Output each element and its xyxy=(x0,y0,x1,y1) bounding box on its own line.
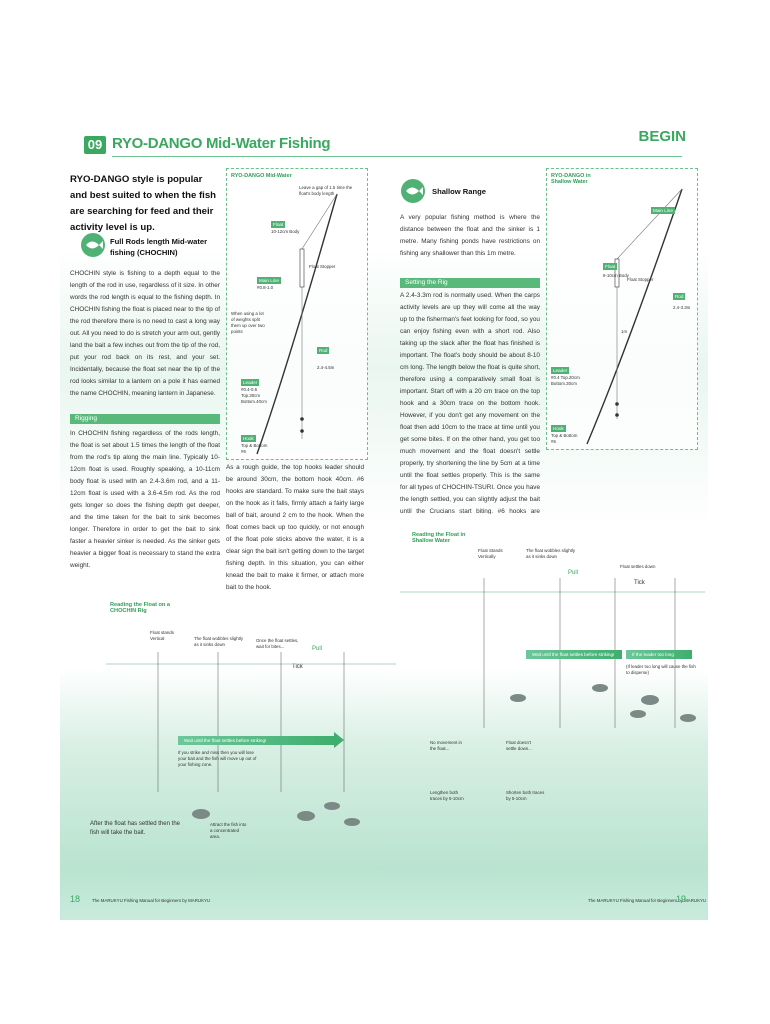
reading-chochin-title: Reading the Float on a CHOCHIN Rig xyxy=(110,602,170,614)
shallow-pull-label: Pull xyxy=(568,570,579,576)
shallow-body: A very popular fishing method is where t… xyxy=(400,214,540,257)
shorten-note: Shorten both traces by 5-10cm xyxy=(506,790,545,801)
middle-text: As a rough guide, the top hooks leader s… xyxy=(226,464,364,591)
shallow-float-stopper: Float Stopper xyxy=(627,277,654,282)
page-title: RYO-DANGO Mid-Water Fishing xyxy=(112,135,331,152)
main-line-tag: Main Line xyxy=(257,277,281,284)
shallow-rod-tag: Rod xyxy=(673,293,686,300)
shallow-long-note: (If leader too long will cause the fish … xyxy=(626,664,696,675)
depth-note: 1m xyxy=(621,329,628,334)
chochin-settles-note: Once the float settles, wait for bites..… xyxy=(256,638,299,649)
shallow-leader-note: #0.4 Top.20cm Bottom.30cm xyxy=(551,375,580,386)
rigging-heading: Rigging xyxy=(70,414,220,424)
begin-label: BEGIN xyxy=(638,128,686,145)
chochin-stands-note: Float stands Vertical xyxy=(150,630,174,641)
chochin-heading: Full Rods length Mid-water fishing (CHOC… xyxy=(110,237,208,257)
right-page-number: 19 xyxy=(676,894,687,904)
shallow-leader-tag: Leader xyxy=(551,367,570,374)
shallow-rig-title: RYO-DANGO in Shallow Water xyxy=(551,173,591,185)
rod-tag: Rod xyxy=(317,347,330,354)
shallow-rod-note: 2.4-3.3m xyxy=(673,305,691,310)
lengthen-note: Lengthen both traces by 5-10cm xyxy=(430,790,464,801)
setting-body: A 2.4-3.3m rod is normally used. When th… xyxy=(400,292,540,514)
gap-note: Leave a gap of 1.5 time the float's body… xyxy=(299,185,353,196)
manual-spread: 09 RYO-DANGO Mid-Water Fishing BEGIN RYO… xyxy=(60,108,708,920)
attract-note: Attract the fish into a concentrated are… xyxy=(210,822,247,839)
shallow-tick-label: Tick xyxy=(634,580,645,586)
shallow-main-line-tag: Main Line xyxy=(651,207,675,214)
fish-badge-icon xyxy=(81,233,105,257)
shallow-hook-note: Top & Bottom #6 xyxy=(551,433,578,444)
chochin-body: CHOCHIN style is fishing to a depth equa… xyxy=(70,270,220,397)
chochin-tick-label: Tick xyxy=(292,664,303,670)
shallow-heading: Shallow Range xyxy=(432,187,487,196)
float-tag: Float xyxy=(271,221,286,228)
right-footer-credit: The MARUKYU Fishing Manual for Beginners… xyxy=(588,898,707,903)
arrow-head-icon xyxy=(334,732,344,748)
title-rule xyxy=(112,156,682,157)
reading-shallow-title: Reading the Float in Shallow Water xyxy=(412,532,466,544)
no-movement-note: No movement in the float... xyxy=(430,740,462,751)
float-note: 10-12cm Body xyxy=(271,229,300,234)
shallow-water-scene xyxy=(400,578,705,728)
doesnt-settle-note: Float doesn't settle down... xyxy=(506,740,532,751)
shallow-leader-long-arrow: If the leader too long xyxy=(626,650,692,659)
shallow-rig-panel: RYO-DANGO in Shallow Water Main Line Flo… xyxy=(546,168,698,450)
rod-line-drawing xyxy=(256,193,338,455)
leader-tag: Leader xyxy=(241,379,260,386)
shallow-settles-note: Float settles down xyxy=(620,564,656,569)
shallow-stands-note: Float Stands Vertically xyxy=(478,548,503,559)
setting-heading: Setting the Rig xyxy=(400,278,540,288)
main-line-note: #0.8-1.0 xyxy=(257,285,274,290)
rod-note: 2.4-4.5m xyxy=(317,365,335,370)
weights-note: When using a lot of weights split them u… xyxy=(231,311,265,334)
leader-note: #0.4-0.5 Top.30cm Bottom.40cm xyxy=(241,387,267,404)
fish-badge-icon xyxy=(401,179,425,203)
shallow-float-tag: Float xyxy=(603,263,618,270)
rig-diagram-panel: RYO-DANGO Mid-Water Leave a gap of 1.5 t… xyxy=(226,168,368,460)
after-note: After the float has settled then the fis… xyxy=(90,821,180,836)
left-page-number: 18 xyxy=(70,894,81,904)
intro-text: RYO-DANGO style is popular and best suit… xyxy=(70,174,217,233)
shallow-wait-arrow: Wait until the float settles before stri… xyxy=(526,650,622,659)
hook-note: Top & Bottom #6 xyxy=(241,443,268,454)
strike-note: If you strike and miss then you will los… xyxy=(178,750,257,767)
shallow-hook-tag: Hook xyxy=(551,425,566,432)
chochin-wait-arrow: Wait until the float settles before stri… xyxy=(178,736,334,745)
left-footer-credit: The MARUKYU Fishing Manual for Beginners… xyxy=(92,898,211,903)
rig-diagram-title: RYO-DANGO Mid-Water xyxy=(231,173,292,179)
rigging-body: In CHOCHIN fishing regardless of the rod… xyxy=(70,430,220,569)
chochin-pull-label: Pull xyxy=(312,646,323,652)
chochin-water-scene xyxy=(106,652,396,826)
float-stopper-label: Float Stopper xyxy=(309,264,336,269)
shallow-wobbles-note: The float wobbles slightly as it sinks d… xyxy=(526,548,576,559)
section-number-badge: 09 xyxy=(84,136,106,154)
hook-tag: Hook xyxy=(241,435,256,442)
shallow-float-note: 8-10cm Body xyxy=(603,273,629,278)
chochin-wobbles-note: The float wobbles slightly as it sinks d… xyxy=(194,636,244,647)
